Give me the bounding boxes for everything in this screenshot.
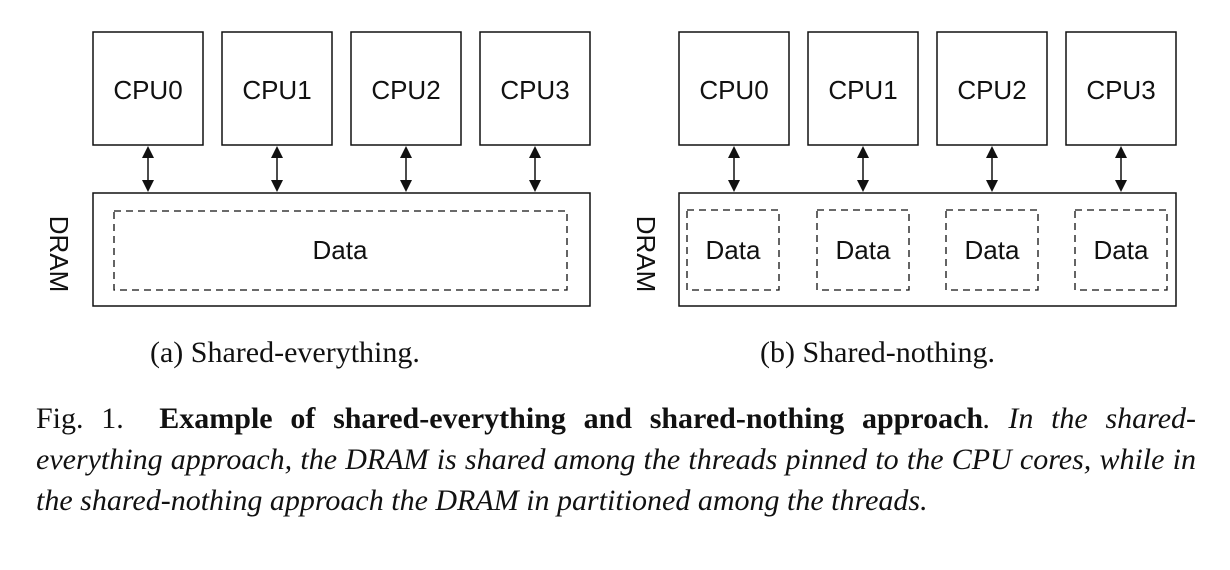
figure-label: Fig. 1.	[36, 402, 124, 435]
data-block	[686, 209, 780, 291]
figure-caption: Fig. 1. Example of shared-everything and…	[36, 398, 1196, 521]
architecture-diagram: CPU0 CPU1 CPU2 CPU3 DRAM Data CPU0	[44, 31, 1177, 307]
data-label: Data	[313, 235, 368, 265]
cpu-label: CPU2	[371, 75, 440, 105]
figure-title: Example of shared-everything and shared-…	[159, 402, 984, 435]
figure-description: In the shared-everything approach, the D…	[36, 402, 1197, 517]
data-label: Data	[706, 235, 761, 265]
data-block	[113, 210, 568, 291]
cpu-label: CPU3	[1086, 75, 1155, 105]
figure-title-separator: .	[983, 402, 991, 435]
cpu-box: CPU3	[479, 31, 591, 146]
panel-shared-everything: CPU0 CPU1 CPU2 CPU3 DRAM Data	[44, 31, 591, 307]
panel-caption-shared-everything: (a) Shared-everything.	[150, 336, 420, 369]
cpu-box: CPU3	[1065, 31, 1177, 146]
cpu-box: CPU2	[350, 31, 462, 146]
cpu-box: CPU1	[807, 31, 919, 146]
data-block	[1074, 209, 1168, 291]
data-label: Data	[836, 235, 891, 265]
panel-shared-nothing: CPU0 CPU1 CPU2 CPU3 DRAM Data Data Data …	[631, 31, 1177, 307]
dram-box	[678, 192, 1177, 307]
dram-box	[92, 192, 591, 307]
data-block	[816, 209, 910, 291]
data-label: Data	[965, 235, 1020, 265]
cpu-box: CPU0	[92, 31, 204, 146]
cpu-label: CPU3	[500, 75, 569, 105]
cpu-label: CPU0	[699, 75, 768, 105]
dram-label: DRAM	[44, 216, 74, 293]
cpu-label: CPU1	[828, 75, 897, 105]
data-block	[945, 209, 1039, 291]
cpu-box: CPU0	[678, 31, 790, 146]
cpu-label: CPU0	[113, 75, 182, 105]
cpu-label: CPU1	[242, 75, 311, 105]
dram-label: DRAM	[631, 216, 661, 293]
panel-caption-shared-nothing: (b) Shared-nothing.	[760, 336, 995, 369]
cpu-box: CPU1	[221, 31, 333, 146]
cpu-box: CPU2	[936, 31, 1048, 146]
cpu-label: CPU2	[957, 75, 1026, 105]
data-label: Data	[1094, 235, 1149, 265]
